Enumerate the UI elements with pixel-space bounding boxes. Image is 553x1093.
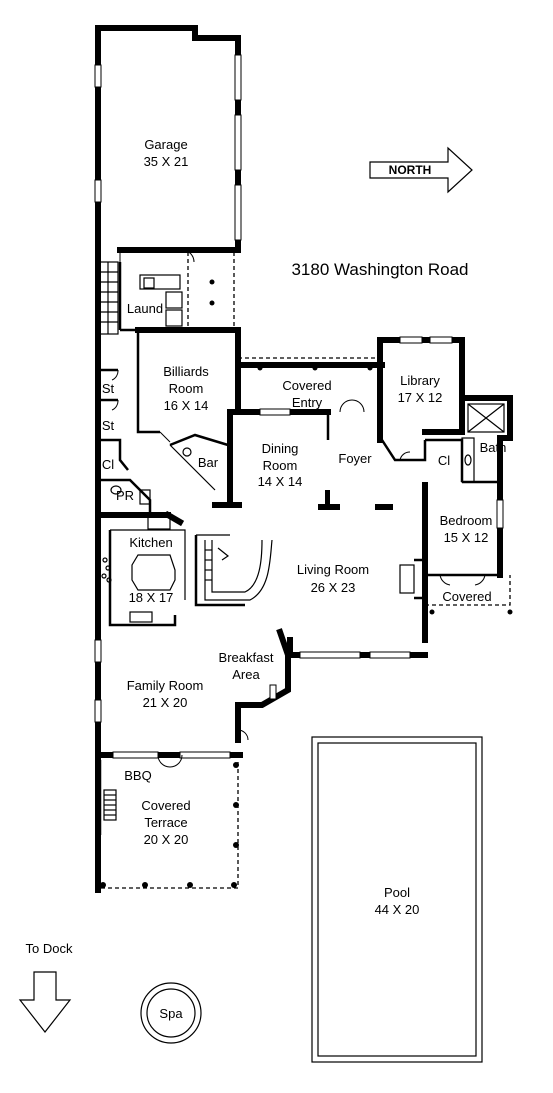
bbq-label: BBQ [124,768,151,783]
bedroom-size: 15 X 12 [444,530,489,545]
terrace-details [97,760,239,889]
covered-entry-label-2: Entry [292,395,323,410]
family-room-size: 21 X 20 [143,695,188,710]
covered-entry-details [238,357,380,416]
dining-label-2: Room [263,458,298,473]
kitchen-details [101,510,186,627]
north-label: NORTH [389,163,432,177]
living-room-label: Living Room [297,562,369,577]
spa-label: Spa [159,1006,183,1021]
closet-label-east: Cl [438,453,450,468]
bedroom-covered-label: Covered [442,589,491,604]
down-arrow-icon [18,971,72,1033]
library-label: Library [400,373,440,388]
foyer-label: Foyer [338,451,372,466]
bath-label: Bath [480,440,507,455]
laundry-label: Laund [127,301,163,316]
pool [311,736,483,1063]
central-stair [194,534,273,607]
dining-label-1: Dining [262,441,299,456]
dining-size: 14 X 14 [258,474,303,489]
dining-details [212,412,393,510]
breakfast-label-2: Area [232,667,260,682]
pool-label: Pool [384,885,410,900]
terrace-label-2: Terrace [144,815,187,830]
service-closets [98,368,152,515]
fireplace [299,558,425,659]
garage-size: 35 X 21 [144,154,189,169]
billiards-label-2: Room [169,381,204,396]
pool-size: 44 X 20 [375,902,420,917]
bar-label: Bar [198,455,219,470]
billiards-label-1: Billiards [163,364,209,379]
kitchen-size: 18 X 17 [129,590,174,605]
bedroom-closet [425,438,464,482]
laundry-area [118,252,235,332]
spa [140,982,202,1044]
family-room-label: Family Room [127,678,204,693]
storage-label-2: St [102,418,115,433]
terrace-size: 20 X 20 [144,832,189,847]
to-dock-label: To Dock [26,941,73,956]
west-stair [99,261,119,335]
breakfast-label-1: Breakfast [219,650,274,665]
kitchen-label: Kitchen [129,535,172,550]
library-details [380,336,453,462]
closet-label-west: Cl [102,457,114,472]
terrace-label-1: Covered [141,798,190,813]
billiards-size: 16 X 14 [164,398,209,413]
covered-entry-label-1: Covered [282,378,331,393]
garage-label: Garage [144,137,187,152]
library-size: 17 X 12 [398,390,443,405]
address-label: 3180 Washington Road [291,260,468,279]
powder-room-label: PR [116,488,134,503]
bedroom-details [425,499,513,615]
billiards-room [136,330,171,443]
storage-label-1: St [102,381,115,396]
garage-details [94,54,242,263]
living-room-size: 26 X 23 [311,580,356,595]
bar-details [169,433,229,491]
bedroom-label: Bedroom [440,513,493,528]
north-arrow-icon [369,146,473,194]
family-room-details [94,639,277,768]
